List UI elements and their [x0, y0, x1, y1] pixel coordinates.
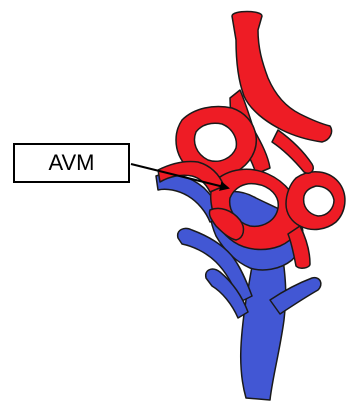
- main-draining-vein: [241, 248, 286, 400]
- artery-right-descending: [288, 226, 310, 268]
- avm-label: AVM: [13, 143, 130, 183]
- artery-loop-right: [286, 172, 345, 230]
